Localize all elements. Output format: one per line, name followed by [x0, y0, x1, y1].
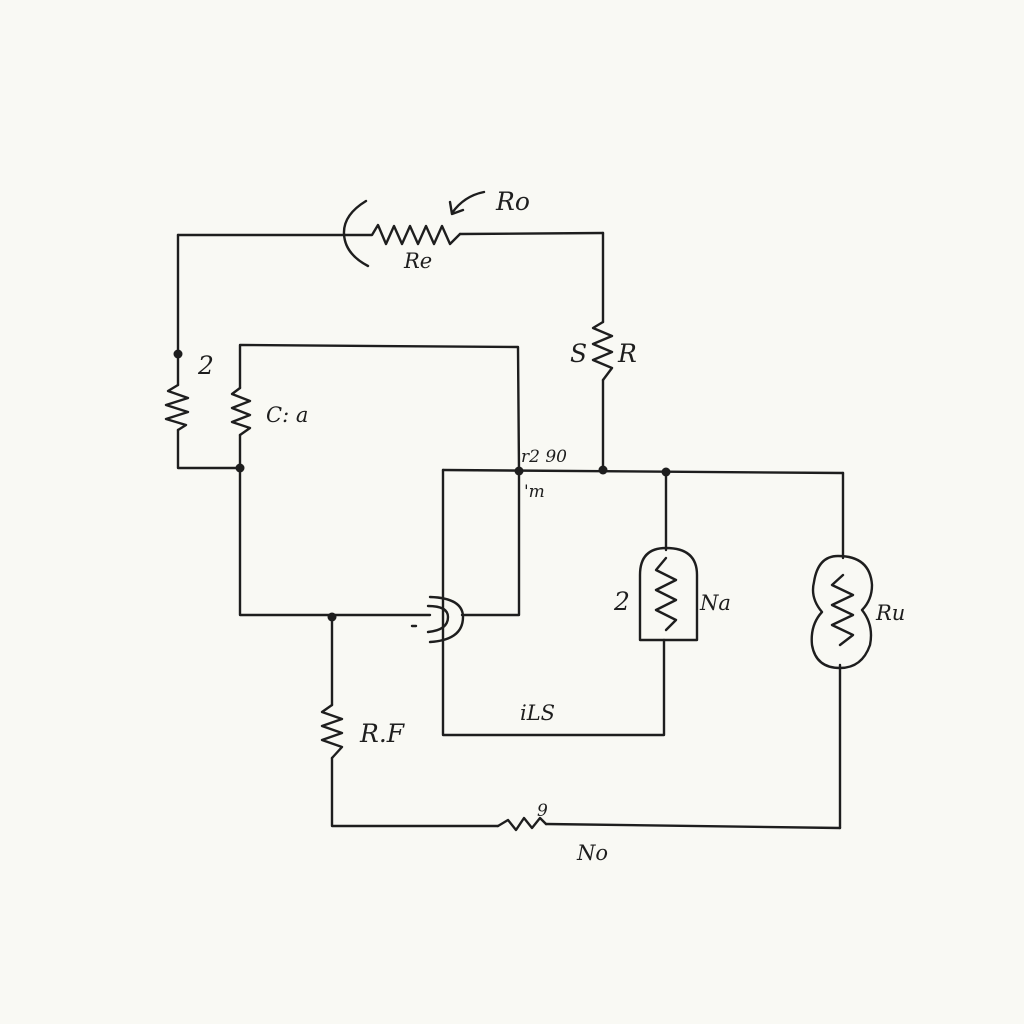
label-mid-number: 2 [613, 587, 630, 616]
wire-inner-top [238, 343, 521, 474]
wire-top-right [458, 231, 605, 236]
junction-dot [514, 466, 524, 476]
wire-mid-bus [441, 468, 845, 475]
labels: Ro Re S R 2 C: a r2 90 'm 2 Na Ru iLS R.… [197, 187, 905, 865]
label-top-resistor: Re [403, 249, 432, 273]
label-left-node: 2 [197, 351, 214, 380]
junction-dot [661, 467, 671, 477]
right-top-resistor [591, 320, 614, 382]
label-top-arrow: Ro [495, 187, 530, 216]
label-junction-upper: r2 90 [521, 447, 567, 467]
wire-mid-left [441, 468, 666, 737]
top-arc [342, 199, 370, 268]
inner-left-resistor [230, 386, 252, 437]
mid-capsule-zigzag [654, 556, 678, 632]
far-right-blob [810, 554, 874, 670]
left-resistor [164, 383, 190, 432]
label-junction-lower: 'm [524, 482, 545, 502]
wire-inner-left-down [238, 433, 432, 617]
label-bottom-mark: 9 [537, 801, 548, 821]
junction-dot [327, 612, 337, 622]
mid-capsule [638, 546, 699, 642]
label-right-top-resistor: R [617, 339, 637, 368]
wires [176, 231, 845, 830]
top-resistor [343, 223, 462, 246]
label-right-top-prefix: S [570, 339, 587, 368]
components [164, 190, 874, 832]
label-lower-resistor: R.F [359, 719, 406, 748]
junction-dot [598, 465, 608, 475]
label-far-right-component: Ru [875, 601, 905, 625]
bracket-component [428, 595, 465, 644]
top-resistor-arrowhead [448, 200, 465, 216]
junction-dots [173, 349, 671, 622]
bracket-inner [426, 604, 450, 634]
bottom-resistor [496, 816, 548, 832]
top-resistor-arrow [450, 190, 486, 215]
junction-dot [235, 463, 245, 473]
junction-dot [173, 349, 183, 359]
lower-resistor [320, 703, 344, 760]
wire-lower-col-bottom [330, 756, 500, 828]
label-mid-component: Na [699, 591, 731, 615]
label-inner-bottom: iLS [520, 701, 555, 725]
label-left-resistor: C: a [266, 403, 308, 427]
wire-bottom-right [544, 822, 842, 830]
wire-left-col-lower [176, 428, 242, 470]
far-right-zigzag [830, 573, 855, 647]
wire-inner-right-down [460, 470, 521, 617]
label-bottom: No [576, 841, 608, 865]
